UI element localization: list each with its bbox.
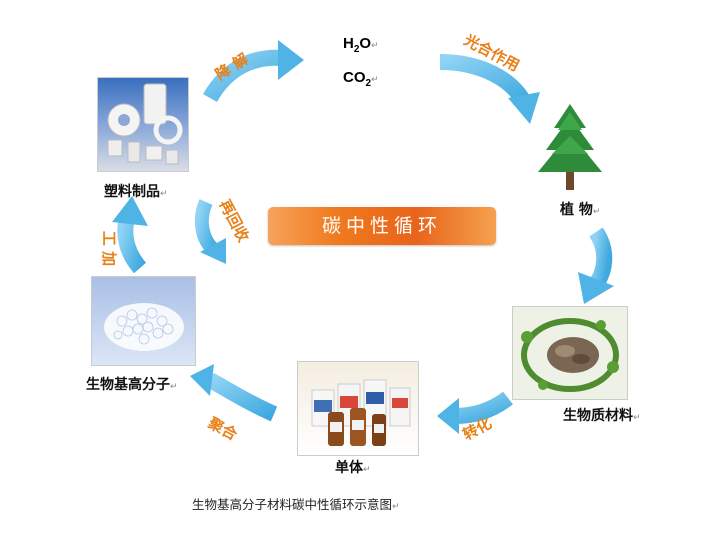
polymerization-arrow (210, 380, 274, 414)
recycling-arrow (202, 202, 214, 250)
monomer-label: 单体↵ (335, 457, 371, 477)
plant-tree-image (528, 102, 612, 194)
degradation-arrow-head (278, 40, 304, 80)
plant-label: 植 物↵ (560, 199, 600, 219)
center-title: 碳中性循环 (268, 207, 496, 245)
monomer-image (297, 361, 419, 456)
carbon-dioxide-formula: CO2↵ (343, 69, 379, 89)
biomass-image (512, 306, 628, 400)
polymer-pellets-image (91, 276, 196, 366)
plastic-products-image (97, 77, 189, 172)
water-formula: H2O↵ (343, 35, 379, 55)
conversion-arrow-head (437, 398, 459, 434)
polymer-label: 生物基高分子↵ (86, 374, 178, 394)
biomass-label: 生物质材料↵ (563, 405, 641, 425)
processing-label: 工 加 (99, 231, 120, 266)
plant-biomass-arrow (596, 232, 604, 284)
polymerization-arrow-head (190, 364, 214, 396)
carbon-neutral-cycle-box: 碳中性循环 (268, 207, 496, 245)
plastic-products-label: 塑料制品↵ (104, 181, 168, 201)
figure-caption: 生物基高分子材料碳中性循环示意图↵ (192, 494, 400, 513)
